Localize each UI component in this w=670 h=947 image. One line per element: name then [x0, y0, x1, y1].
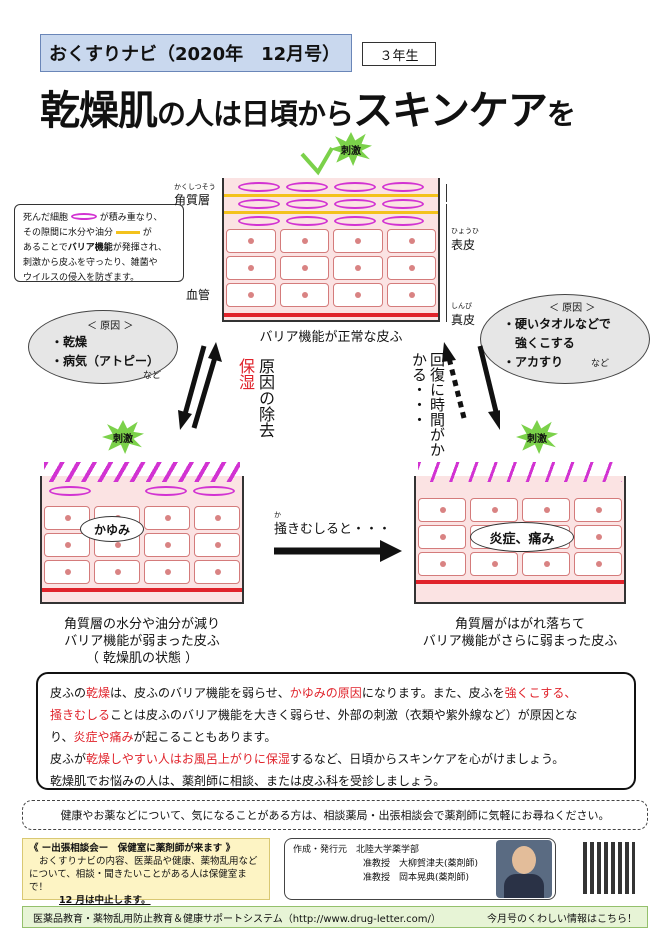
recovery-arrows-right [442, 342, 500, 430]
dry-cause-bubble: ＜ 原因 ＞ ・乾燥 ・病気（アトピー） など [28, 310, 178, 384]
broken-layer-left [44, 462, 240, 482]
scratch-arrow-icon [274, 540, 402, 562]
consultation-notice: 健康やお薬などについて、気になることがある方は、相談薬局・出張相談会で薬剤師に気… [22, 800, 648, 830]
footer-bar: 医薬品教育・薬物乱用防止教育＆健康サポートシステム（http://www.dru… [22, 906, 648, 928]
deflect-arrow-icon [300, 146, 334, 176]
barrier-callout: 死んだ細胞 が積み重なり、 その隙間に水分や油分 が あることでバリア機能が発揮… [14, 204, 184, 283]
dermis-bracket [441, 300, 447, 322]
more-info-link[interactable]: 今月号のくわしい情報はこちら！ [487, 913, 637, 925]
stimulus-burst-left: 刺激 [102, 420, 144, 454]
epidermis-label: 表皮 [451, 238, 476, 252]
scratch-text: 掻きむしると・・・ [274, 522, 392, 537]
consultation-info: 《 ー出張相談会ー 保健室に薬剤師が来ます 》 おくすりナビの内容、医薬品や健康… [22, 838, 270, 906]
stratum-ruby: かくしつそう [174, 183, 216, 191]
remove-cause-text: 原因の除去 [256, 358, 275, 438]
dermis-ruby: しんぴ [451, 302, 472, 310]
rub-cause-bubble: ＜ 原因 ＞ ・硬いタオルなどで 強くこする ・アカすりなど [480, 294, 650, 384]
publisher-info: 作成・発行元 北陸大学薬学部 准教授 大柳賀津夫(薬剤師) 准教授 岡本晃典(薬… [284, 838, 556, 900]
dry-skin-caption: 角質層の水分や油分が減りバリア機能が弱まった皮ふ（ 乾燥肌の状態 ） [63, 617, 220, 666]
grade-label: ３年生 [362, 42, 436, 66]
vessel-label: 血管 [186, 288, 211, 302]
normal-skin-diagram [222, 178, 440, 322]
inflammation-label: 炎症、痛み [470, 522, 574, 552]
damaged-skin-caption: 角質層がはがれ落ちてバリア機能がさらに弱まった皮ふ [422, 617, 618, 649]
footer-link[interactable]: 医薬品教育・薬物乱用防止教育＆健康サポートシステム（http://www.dru… [33, 913, 441, 925]
moisturize-text: 保湿 [236, 358, 255, 390]
itch-label: かゆみ [80, 516, 144, 542]
headline: 乾燥肌の人は日頃からスキンケアを [40, 88, 576, 134]
recovery-arrows-left [178, 342, 222, 430]
qr-code[interactable] [583, 842, 635, 894]
dermis-label: 真皮 [451, 313, 476, 327]
normal-skin-caption: バリア機能が正常な皮ふ [259, 330, 403, 345]
stimulus-burst-right: 刺激 [516, 420, 558, 454]
dry-skin-diagram [40, 476, 244, 604]
stratum-label: 角質層 [174, 193, 211, 207]
slow-recovery-text: 回復に時間がかかる・・・ [410, 352, 446, 457]
summary-box: 皮ふの乾燥は、皮ふのバリア機能を弱らせ、かゆみの原因になります。また、皮ふを強く… [36, 672, 636, 790]
newsletter-title: おくすりナビ（2020年 12月号） [40, 34, 352, 72]
author-photo [496, 840, 552, 898]
stratum-bracket [441, 184, 447, 202]
scratch-ruby: か [274, 511, 281, 519]
epidermis-ruby: ひょうひ [451, 227, 479, 235]
broken-layer-right [418, 462, 622, 482]
epidermis-bracket [441, 204, 447, 300]
